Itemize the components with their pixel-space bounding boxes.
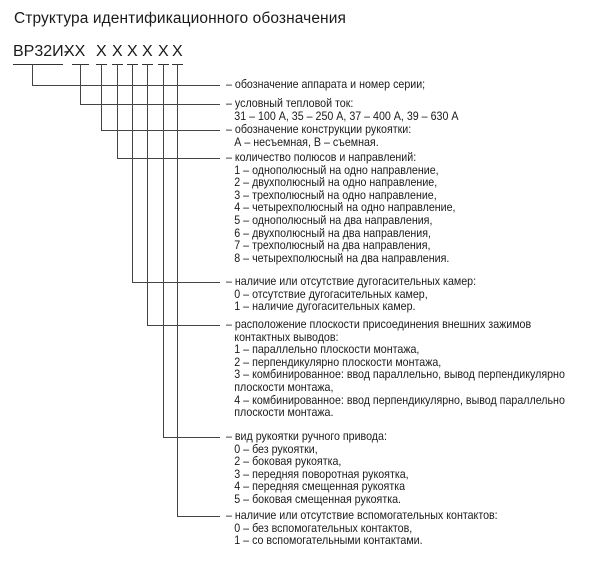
segment-option: 2 – двухполюсный на одно направление, xyxy=(234,176,438,190)
code-part-handle: X xyxy=(96,43,107,60)
connector-horizontal-7 xyxy=(163,437,220,438)
segment-option: 0 – отсутствие дугогасительных камер, xyxy=(234,287,428,301)
segment-option: 5 – боковая смещенная рукоятка. xyxy=(234,492,402,506)
connector-vertical-4 xyxy=(117,64,118,158)
connector-horizontal-4 xyxy=(117,158,220,159)
connector-vertical-8 xyxy=(177,64,178,516)
segment-series: – обозначение аппарата и номер серии; xyxy=(226,78,426,92)
segment-option: 0 – без рукоятки, xyxy=(234,442,318,456)
segment-option: А – несъемная, В – съемная. xyxy=(234,135,379,149)
segment-option: 4 – четырехполюсный на одно направление, xyxy=(234,201,456,215)
segment-heading: – количество полюсов и направлений: xyxy=(226,151,417,164)
underline-prefix xyxy=(13,64,63,65)
connector-vertical-3 xyxy=(101,64,102,130)
segment-poles: – количество полюсов и направлений: 1 – … xyxy=(226,151,456,265)
code-part-current: XX xyxy=(64,43,86,60)
segment-option: 3 – передняя поворотная рукоятка, xyxy=(234,467,409,481)
code-part-aux-contacts: X xyxy=(172,43,183,60)
segment-aux-contacts: – наличие или отсутствие вспомогательных… xyxy=(226,509,498,548)
segment-option: плоскости монтажа, xyxy=(234,380,334,394)
connector-vertical-6 xyxy=(147,64,148,325)
code-prefix: ВР32И- xyxy=(13,43,69,60)
connector-horizontal-3 xyxy=(101,130,220,131)
segment-option: 2 – боковая рукоятка, xyxy=(234,455,342,469)
segment-option: 2 – перпендикулярно плоскости монтажа, xyxy=(234,355,442,369)
segment-option: 4 – передняя смещенная рукоятка xyxy=(234,480,406,494)
connector-horizontal-8 xyxy=(177,516,220,517)
segment-terminals: – расположение плоскости присоединения в… xyxy=(226,318,565,420)
segment-arc-chambers: – наличие или отсутствие дугогасительных… xyxy=(226,275,477,314)
code-part-arc-chambers: X xyxy=(127,43,138,60)
code-part-terminals: X xyxy=(142,43,153,60)
connector-horizontal-1 xyxy=(32,85,220,86)
segment-option: 3 – комбинированное: ввод параллельно, в… xyxy=(234,368,565,382)
segment-option: 7 – трехполюсный на два направления, xyxy=(234,239,431,253)
segment-option: 1 – наличие дугогасительных камер. xyxy=(234,300,416,314)
segment-heading: – наличие или отсутствие дугогасительных… xyxy=(226,275,477,288)
segment-option: 4 – комбинированное: ввод перпендикулярн… xyxy=(234,393,565,407)
segment-option: 8 – четырехполюсный на два направления. xyxy=(234,251,450,265)
connector-vertical-2 xyxy=(80,64,81,104)
connector-vertical-5 xyxy=(132,64,133,282)
segment-heading: – условный тепловой ток: xyxy=(226,97,354,110)
segment-option: 6 – двухполюсный на два направления, xyxy=(234,226,431,240)
segment-handle-design: – обозначение конструкции рукоятки: А – … xyxy=(226,123,412,149)
segment-drive-handle: – вид рукоятки ручного привода: 0 – без … xyxy=(226,430,409,507)
segment-heading: – обозначение конструкции рукоятки: xyxy=(226,123,412,136)
segment-option: 0 – без вспомогательных контактов, xyxy=(234,521,413,535)
connector-horizontal-2 xyxy=(80,104,220,105)
connector-horizontal-6 xyxy=(147,325,220,326)
segment-thermal-current: – условный тепловой ток: 31 – 100 А, 35 … xyxy=(226,97,459,123)
segment-option: 1 – однополюсный на одно направление, xyxy=(234,163,439,177)
diagram-title: Структура идентификационного обозначения xyxy=(14,10,346,27)
segment-option: контактных выводов: xyxy=(234,330,339,344)
segment-heading: – вид рукоятки ручного привода: xyxy=(226,430,387,443)
connector-vertical-1 xyxy=(32,64,33,85)
segment-option: 1 – параллельно плоскости монтажа, xyxy=(234,343,420,357)
segment-option: 31 – 100 А, 35 – 250 А, 37 – 400 А, 39 –… xyxy=(234,109,459,123)
connector-horizontal-5 xyxy=(132,282,220,283)
code-part-poles: X xyxy=(112,43,123,60)
segment-heading: – обозначение аппарата и номер серии; xyxy=(226,78,426,91)
connector-vertical-7 xyxy=(163,64,164,437)
segment-option: 1 – со вспомогательными контактами. xyxy=(234,534,423,548)
segment-heading: – расположение плоскости присоединения в… xyxy=(226,318,532,331)
segment-heading: – наличие или отсутствие вспомогательных… xyxy=(226,509,498,522)
segment-option: плоскости монтажа. xyxy=(234,406,334,420)
segment-option: 5 – однополюсный на два направления, xyxy=(234,213,433,227)
segment-option: 3 – трехполюсный на одно направление, xyxy=(234,188,437,202)
code-part-drive-handle: X xyxy=(158,43,169,60)
